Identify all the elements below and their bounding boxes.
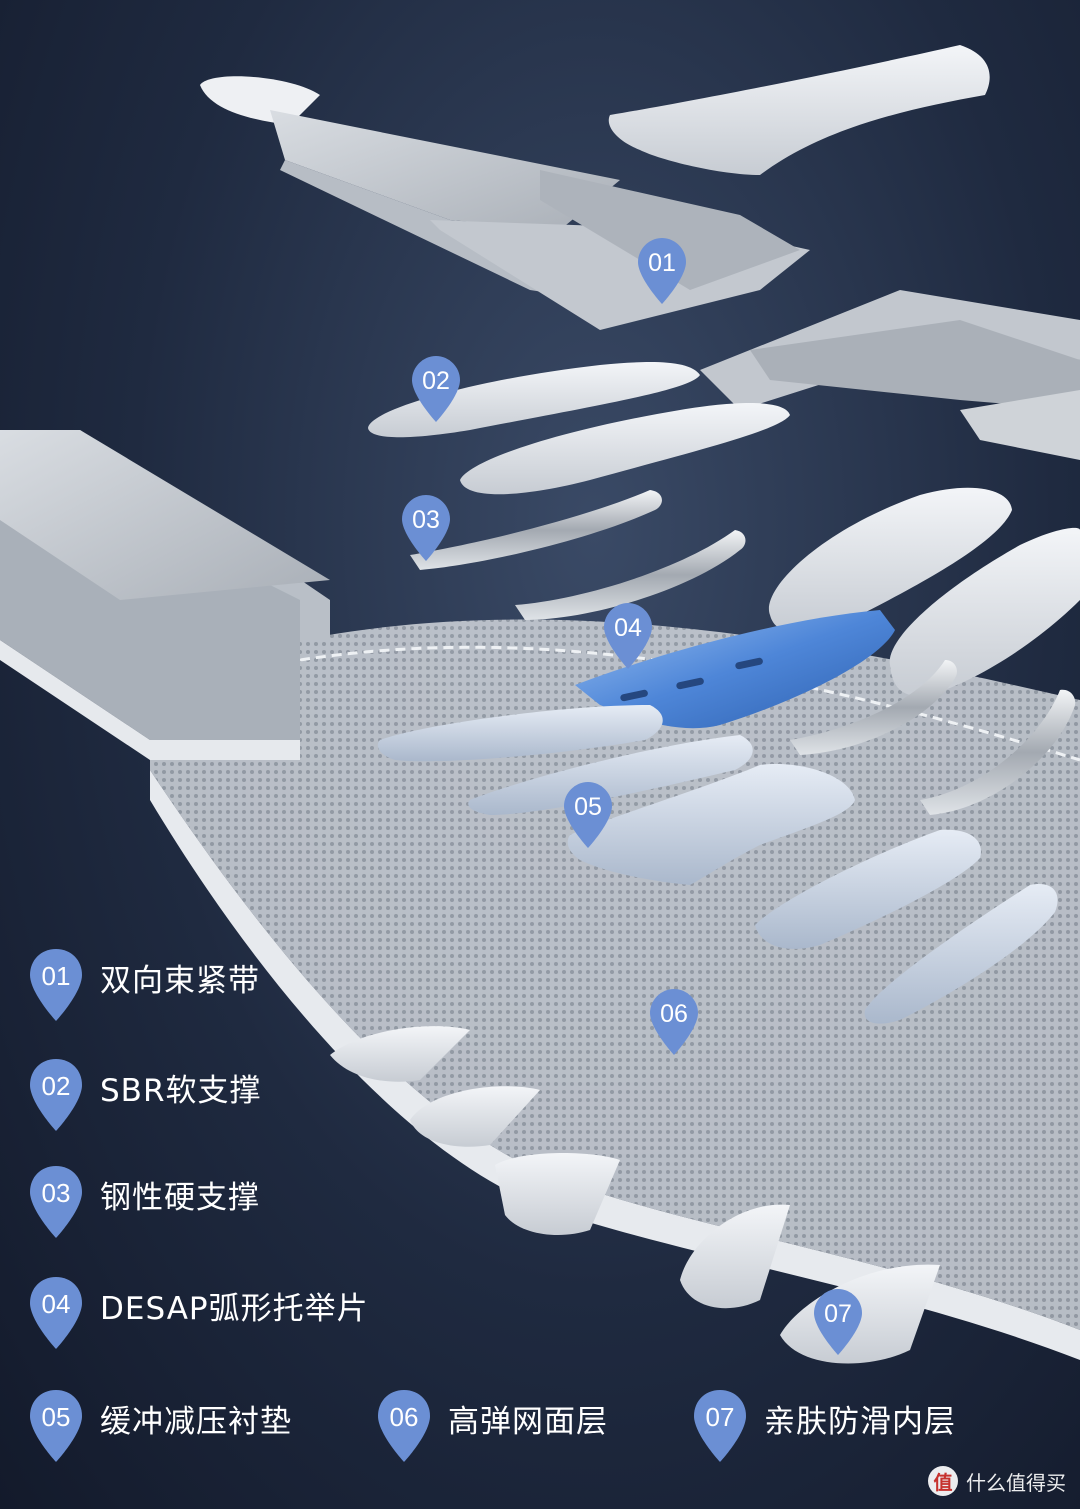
callout-02: 02 SBR软支撑 xyxy=(28,1057,262,1131)
callout-label: 双向束紧带 xyxy=(100,962,260,999)
diagram-pin-06: 06 xyxy=(650,989,698,1055)
finger-3 xyxy=(495,1153,620,1235)
callout-label: SBR软支撑 xyxy=(100,1072,262,1109)
sbr-pad-3 xyxy=(768,487,1012,633)
svg-text:03: 03 xyxy=(42,1178,71,1208)
svg-text:02: 02 xyxy=(42,1071,71,1101)
svg-text:04: 04 xyxy=(42,1289,71,1319)
strap-tab xyxy=(200,76,320,125)
diagram-pin-03: 03 xyxy=(402,495,450,561)
steel-stay-3 xyxy=(790,660,957,755)
desap-blade xyxy=(575,610,895,729)
callout-04: 04 DESAP弧形托举片 xyxy=(28,1275,369,1349)
callout-06: 06 高弹网面层 xyxy=(376,1388,608,1462)
callout-03: 03 钢性硬支撑 xyxy=(28,1164,260,1238)
cushion-4 xyxy=(755,829,981,949)
pin-marker-icon xyxy=(604,603,652,669)
svg-text:01: 01 xyxy=(42,961,71,991)
finger-1 xyxy=(330,1026,470,1082)
diagram-pin-04: 04 xyxy=(604,603,652,669)
callout-label: DESAP弧形托举片 xyxy=(100,1290,369,1327)
right-strap-b xyxy=(750,320,1080,410)
svg-text:05: 05 xyxy=(42,1402,71,1432)
callout-05: 05 缓冲减压衬垫 xyxy=(28,1388,292,1462)
diagram-pin-01: 01 xyxy=(638,238,686,304)
diagram-pin-label: 04 xyxy=(614,614,642,642)
diagram-pin-label: 06 xyxy=(660,1000,688,1028)
steel-stay-4 xyxy=(920,689,1076,815)
inner-layer-edge xyxy=(150,770,1080,1360)
diagram-pin-label: 02 xyxy=(422,367,450,395)
pin-marker-icon: 03 xyxy=(30,1166,82,1238)
strap-upper xyxy=(270,110,620,230)
watermark: 值 什么值得买 xyxy=(928,1463,1066,1499)
finger-4 xyxy=(680,1204,790,1309)
cushion-5 xyxy=(864,884,1058,1024)
steel-stay-2 xyxy=(515,530,746,620)
diagram-pin-label: 05 xyxy=(574,793,602,821)
diagram-pin-label: 03 xyxy=(412,506,440,534)
steel-stay-1 xyxy=(410,490,662,570)
finger-2 xyxy=(410,1086,540,1147)
pin-marker-icon: 02 xyxy=(30,1059,82,1131)
svg-text:07: 07 xyxy=(706,1402,735,1432)
strap-lower-c xyxy=(540,170,800,290)
svg-text:06: 06 xyxy=(390,1402,419,1432)
pin-marker-icon xyxy=(814,1289,862,1355)
diagram-pin-05: 05 xyxy=(564,782,612,848)
pin-marker-icon: 07 xyxy=(694,1390,746,1462)
left-panel-front xyxy=(0,640,300,760)
callout-label: 高弹网面层 xyxy=(448,1403,608,1440)
callout-label: 亲肤防滑内层 xyxy=(764,1403,956,1440)
pin-marker-icon: 06 xyxy=(378,1390,430,1462)
cushion-1 xyxy=(377,705,663,762)
left-panel-top xyxy=(0,430,330,600)
cushion-2 xyxy=(468,735,753,815)
diagram-pin-07: 07 xyxy=(814,1289,862,1355)
diagram-pin-label: 07 xyxy=(824,1300,852,1328)
pin-marker-icon: 05 xyxy=(30,1390,82,1462)
diagram-pin-label: 01 xyxy=(648,249,676,277)
diagram-pin-02: 02 xyxy=(412,356,460,422)
cushion-3 xyxy=(567,764,855,885)
pin-marker-icon xyxy=(412,356,460,422)
callout-07: 07 亲肤防滑内层 xyxy=(692,1388,956,1462)
watermark-text: 什么值得买 xyxy=(966,1470,1066,1495)
right-strap-c xyxy=(960,390,1080,460)
pin-marker-icon xyxy=(638,238,686,304)
pin-marker-icon xyxy=(650,989,698,1055)
pin-marker-icon: 01 xyxy=(30,949,82,1021)
pin-marker-icon xyxy=(402,495,450,561)
sbr-pad-2 xyxy=(460,403,790,495)
callout-label: 缓冲减压衬垫 xyxy=(100,1403,292,1440)
sbr-pad-1 xyxy=(368,362,700,438)
sbr-pad-4 xyxy=(889,527,1080,696)
top-right-pad xyxy=(608,45,990,175)
desap-slots xyxy=(620,657,763,702)
smzdm-logo-icon: 值 xyxy=(928,1466,958,1496)
pin-marker-icon xyxy=(564,782,612,848)
callout-label: 钢性硬支撑 xyxy=(100,1179,260,1216)
pin-marker-icon: 04 xyxy=(30,1277,82,1349)
callout-01: 01 双向束紧带 xyxy=(28,947,260,1021)
